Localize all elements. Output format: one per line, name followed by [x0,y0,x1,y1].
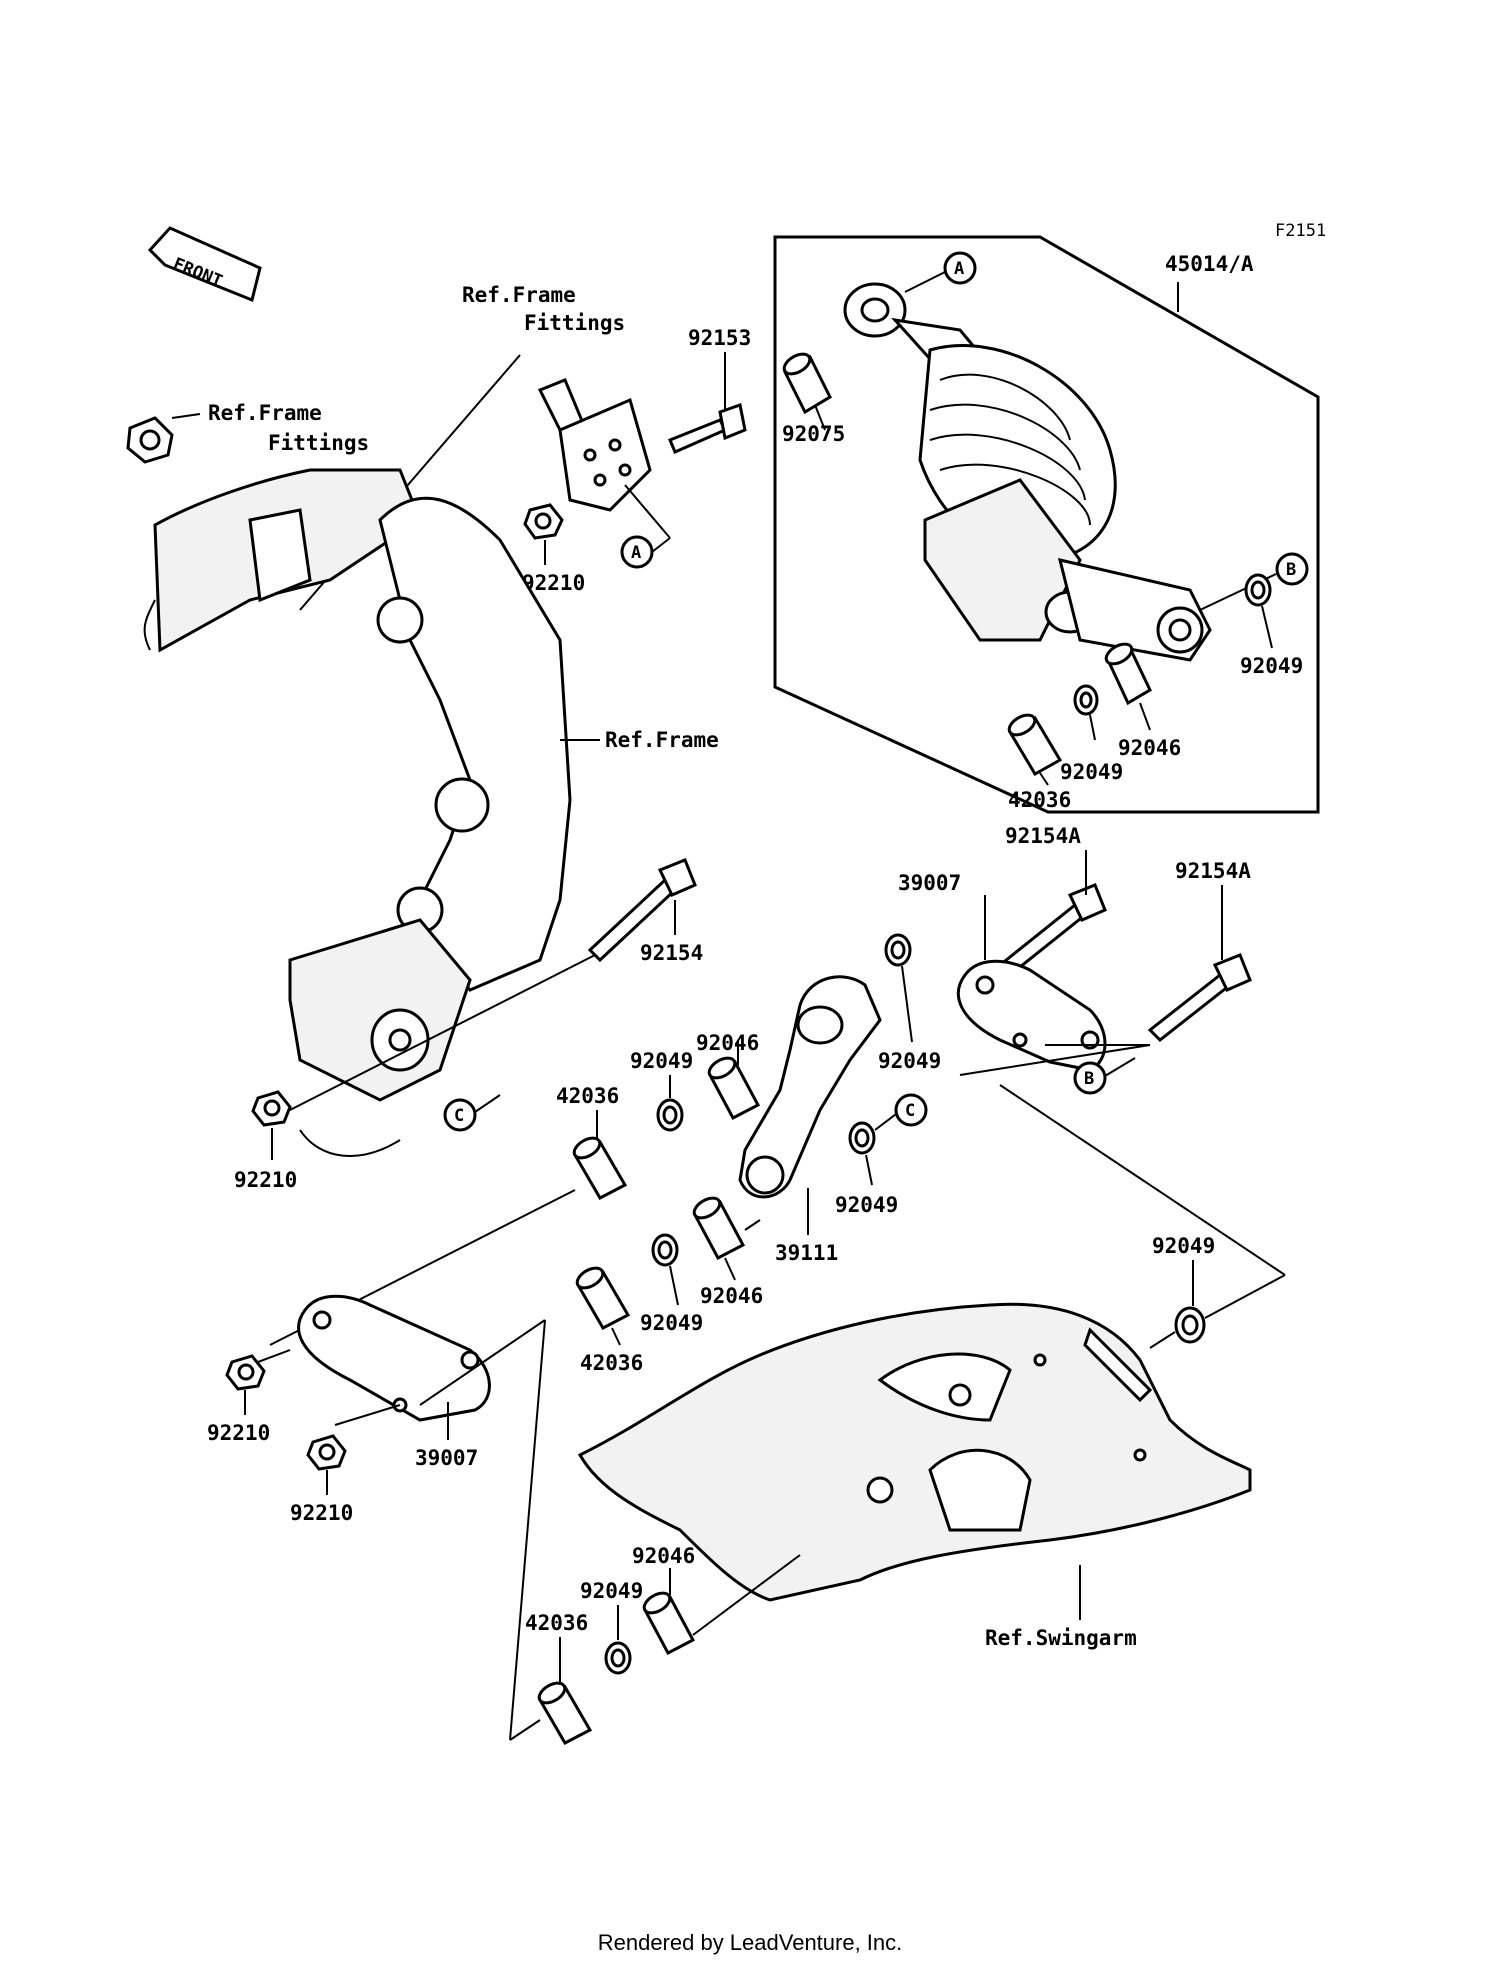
callout-a-shock-label: A [954,259,964,279]
assembly-label: 45014/A [1165,252,1254,276]
bolt-92154 [587,858,697,963]
part-42036-lower[interactable]: 42036 [580,1351,643,1375]
bearing-92046-mid [707,1056,761,1121]
nut-92210-left [251,1090,292,1127]
shock-absorber-drawing [843,282,1212,662]
plate-39007-bottom [297,1294,491,1422]
part-92049-mid-right[interactable]: 92049 [878,1049,941,1073]
nut-frame-fitting-left [126,416,174,464]
callout-b-link [1073,1061,1107,1095]
bearing-92046-lower [692,1196,746,1261]
ref-frame-fittings-left-2: Fittings [268,431,369,455]
part-92154A-left[interactable]: 92154A [1005,824,1081,848]
part-92210-bottom-b[interactable]: 92210 [290,1501,353,1525]
nut-92210-bottom-a [225,1354,266,1391]
nut-92210-top [523,503,564,540]
callout-a-fitting-label: A [631,543,641,563]
front-arrow-icon: FRONT [147,226,262,303]
collar-42036-shock [1007,713,1063,777]
part-92049-swingarm[interactable]: 92049 [1152,1234,1215,1258]
part-39007-bottom[interactable]: 39007 [415,1446,478,1470]
bearing-92046-bottom [642,1591,696,1656]
collar-42036-bottom [537,1681,593,1745]
part-42036-mid[interactable]: 42036 [556,1084,619,1108]
plate-39007-top [956,959,1107,1072]
figure-code: F2151 [1275,221,1326,241]
part-92049-mid-left[interactable]: 92049 [630,1049,693,1073]
ref-frame: Ref.Frame [605,728,719,752]
shock-assembly-box [773,235,1320,814]
part-92154[interactable]: 92154 [640,941,703,965]
frame-drawing [143,468,572,1157]
link-39111 [738,975,882,1199]
part-39007-top[interactable]: 39007 [898,871,961,895]
part-92049-link-c[interactable]: 92049 [835,1193,898,1217]
bolt-92154A-left [997,883,1107,978]
part-92154A-right[interactable]: 92154A [1175,859,1251,883]
callout-c-frame-label: C [454,1106,464,1126]
part-42036-shock[interactable]: 42036 [1008,788,1071,812]
callout-c-link [894,1093,928,1127]
part-92046-lower[interactable]: 92046 [700,1284,763,1308]
part-92046-shock[interactable]: 92046 [1118,736,1181,760]
bearing-92046-shock [1104,642,1152,706]
callout-b-shock-label: B [1286,560,1296,580]
part-92049-lower[interactable]: 92049 [640,1311,703,1335]
frame-fitting-bracket [537,378,652,512]
part-92210-left[interactable]: 92210 [234,1168,297,1192]
part-92046-mid[interactable]: 92046 [696,1031,759,1055]
ref-frame-fittings-top-2: Fittings [524,311,625,335]
part-92049-bottom[interactable]: 92049 [580,1579,643,1603]
part-39111[interactable]: 39111 [775,1241,838,1265]
part-42036-bottom[interactable]: 42036 [525,1611,588,1635]
nut-92210-bottom-b [306,1434,347,1471]
part-92049-shock-right[interactable]: 92049 [1240,654,1303,678]
callout-a-shock [943,251,977,285]
collar-42036-lower [575,1266,631,1330]
ref-frame-fittings-top-1: Ref.Frame [462,283,576,307]
callout-c-frame [443,1098,477,1132]
part-92046-bottom[interactable]: 92046 [632,1544,695,1568]
part-92153[interactable]: 92153 [688,326,751,350]
ref-frame-fittings-left-1: Ref.Frame [208,401,322,425]
part-92049-shock-lower[interactable]: 92049 [1060,760,1123,784]
footer-credit: Rendered by LeadVenture, Inc. [597,1930,903,1955]
bolt-92154A-right [1147,953,1252,1043]
part-92210-bottom-a[interactable]: 92210 [207,1421,270,1445]
bolt-92153 [668,403,747,454]
callout-c-link-label: C [905,1101,915,1121]
shock-bushing-92075 [782,352,832,415]
part-92210-top[interactable]: 92210 [522,571,585,595]
swingarm-drawing [577,1302,1252,1602]
ref-swingarm: Ref.Swingarm [985,1626,1137,1650]
collar-42036-mid [572,1136,628,1200]
callout-b-link-label: B [1084,1069,1094,1089]
part-92075[interactable]: 92075 [782,422,845,446]
callout-b-shock [1275,552,1309,586]
